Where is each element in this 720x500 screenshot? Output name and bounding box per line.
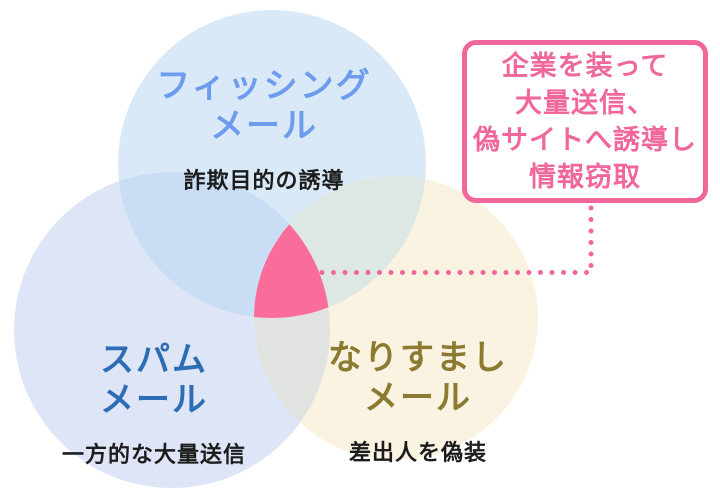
callout-box: 企業を装って 大量送信、 偽サイトへ誘導し 情報窃取 [462,40,708,203]
overlap-phishing-spoofing [254,176,426,318]
phishing-subtitle: 詐欺目的の誘導 [183,168,345,193]
overlap-phishing-spam [118,172,330,318]
spoofing-title: なりすまし メール [328,339,508,417]
phishing-title: フィッシング メール [156,67,372,145]
phishing-label-group: フィッシング メール 詐欺目的の誘導 [156,48,371,212]
dotted-connector-line [319,204,594,275]
callout-text: 企業を装って 大量送信、 偽サイトへ誘導し 情報窃取 [473,50,697,192]
spam-subtitle: 一方的な大量送信 [61,442,247,467]
spam-title: スパム メール [99,341,208,419]
spoofing-subtitle: 差出人を偽装 [348,440,487,465]
spoofing-label-group: なりすまし メール 差出人を偽装 [328,320,508,484]
spam-label-group: スパム メール 一方的な大量送信 [62,322,246,486]
